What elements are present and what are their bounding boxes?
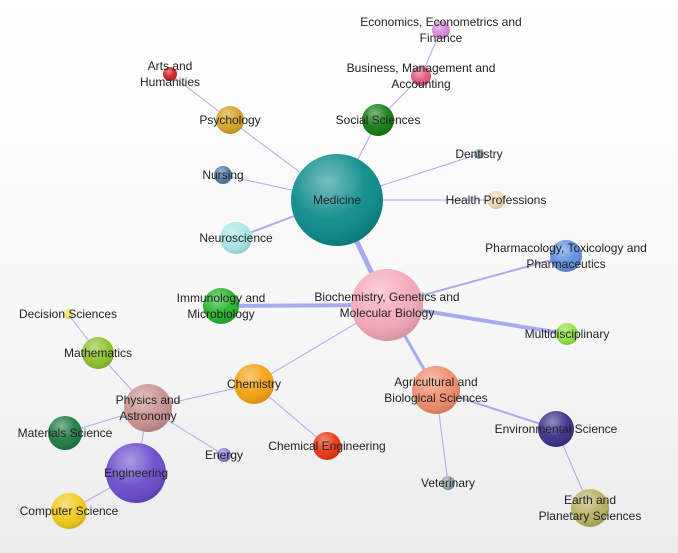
node-label-social: Social Sciences — [336, 113, 421, 127]
node-label-engineering: Engineering — [104, 466, 168, 480]
node-energy[interactable]: Energy — [205, 448, 243, 462]
node-label-computer: Computer Science — [20, 504, 119, 518]
node-medicine[interactable]: Medicine — [291, 154, 383, 246]
node-label-biochem-2: Molecular Biology — [340, 306, 435, 320]
node-label-business-1: Business, Management and — [347, 61, 496, 75]
node-label-multidisciplinary: Multidisciplinary — [525, 327, 610, 341]
node-engineering[interactable]: Engineering — [104, 443, 168, 503]
node-computer[interactable]: Computer Science — [20, 493, 119, 529]
node-neuroscience[interactable]: Neuroscience — [199, 222, 273, 254]
node-label-pharma-1: Pharmacology, Toxicology and — [485, 241, 647, 255]
node-label-decision: Decision Sciences — [19, 307, 117, 321]
node-label-neuroscience: Neuroscience — [199, 231, 273, 245]
node-shine-nursing — [214, 166, 232, 184]
node-label-arts-1: Arts and — [148, 59, 193, 73]
node-label-health: Health Professions — [446, 193, 547, 207]
node-label-materials: Materials Science — [18, 426, 113, 440]
node-label-chemeng: Chemical Engineering — [268, 439, 385, 453]
node-decision[interactable]: Decision Sciences — [19, 307, 117, 321]
node-label-business-2: Accounting — [391, 77, 450, 91]
node-shine-agricultural — [412, 366, 460, 414]
node-label-economics-2: Finance — [420, 31, 463, 45]
node-pharma[interactable]: Pharmacology, Toxicology andPharmaceutic… — [485, 240, 647, 272]
node-shine-decision — [63, 309, 73, 319]
node-shine-social — [362, 104, 394, 136]
node-label-dentistry: Dentistry — [455, 147, 502, 161]
node-label-arts-2: Humanities — [140, 75, 200, 89]
node-social[interactable]: Social Sciences — [336, 104, 421, 136]
node-shine-energy — [217, 448, 231, 462]
node-psychology[interactable]: Psychology — [199, 106, 261, 134]
node-shine-chemistry — [234, 364, 274, 404]
node-shine-immunology — [203, 288, 239, 324]
node-label-mathematics: Mathematics — [64, 346, 132, 360]
node-label-agricultural-2: Biological Sciences — [384, 391, 487, 405]
node-label-immunology-2: Microbiology — [187, 307, 254, 321]
node-health[interactable]: Health Professions — [446, 191, 547, 209]
node-label-psychology: Psychology — [199, 113, 260, 127]
node-shine-mathematics — [82, 337, 114, 369]
node-label-physics-2: Astronomy — [119, 409, 176, 423]
node-label-physics-1: Physics and — [116, 393, 181, 407]
node-shine-economics — [432, 21, 450, 39]
node-nursing[interactable]: Nursing — [202, 166, 244, 184]
node-mathematics[interactable]: Mathematics — [64, 337, 132, 369]
node-shine-engineering — [106, 443, 166, 503]
node-label-medicine: Medicine — [313, 193, 361, 207]
node-environmental[interactable]: Environmental Science — [495, 411, 618, 447]
node-label-pharma-2: Pharmaceutics — [526, 257, 605, 271]
node-shine-environmental — [538, 411, 574, 447]
node-shine-medicine — [291, 154, 383, 246]
node-label-economics-1: Economics, Econometrics and — [360, 15, 521, 29]
node-label-energy: Energy — [205, 448, 243, 462]
node-shine-psychology — [216, 106, 244, 134]
node-label-nursing: Nursing — [202, 168, 243, 182]
node-veterinary[interactable]: Veterinary — [421, 476, 475, 490]
node-shine-materials — [48, 416, 82, 450]
node-label-agricultural-1: Agricultural and — [394, 375, 477, 389]
node-shine-multidisciplinary — [556, 323, 578, 345]
node-shine-business — [411, 66, 431, 86]
node-shine-computer — [51, 493, 87, 529]
node-dentistry[interactable]: Dentistry — [455, 147, 502, 161]
node-label-environmental: Environmental Science — [495, 422, 618, 436]
node-multidisciplinary[interactable]: Multidisciplinary — [525, 323, 610, 345]
node-shine-arts — [163, 67, 177, 81]
node-materials[interactable]: Materials Science — [18, 416, 113, 450]
node-label-chemistry: Chemistry — [227, 377, 281, 391]
node-shine-veterinary — [441, 476, 455, 490]
node-shine-biochem — [351, 269, 423, 341]
node-shine-dentistry — [474, 149, 484, 159]
node-shine-neuroscience — [220, 222, 252, 254]
node-shine-earth — [571, 489, 609, 527]
node-label-veterinary: Veterinary — [421, 476, 475, 490]
node-shine-pharma — [550, 240, 582, 272]
node-label-biochem-1: Biochemistry, Genetics and — [314, 290, 459, 304]
node-chemeng[interactable]: Chemical Engineering — [268, 432, 386, 460]
node-chemistry[interactable]: Chemistry — [227, 364, 281, 404]
node-label-immunology-1: Immunology and — [177, 291, 266, 305]
node-label-earth-2: Planetary Sciences — [539, 509, 642, 523]
node-shine-health — [487, 191, 505, 209]
node-shine-chemeng — [313, 432, 341, 460]
node-label-earth-1: Earth and — [564, 493, 616, 507]
node-shine-physics — [124, 384, 172, 432]
